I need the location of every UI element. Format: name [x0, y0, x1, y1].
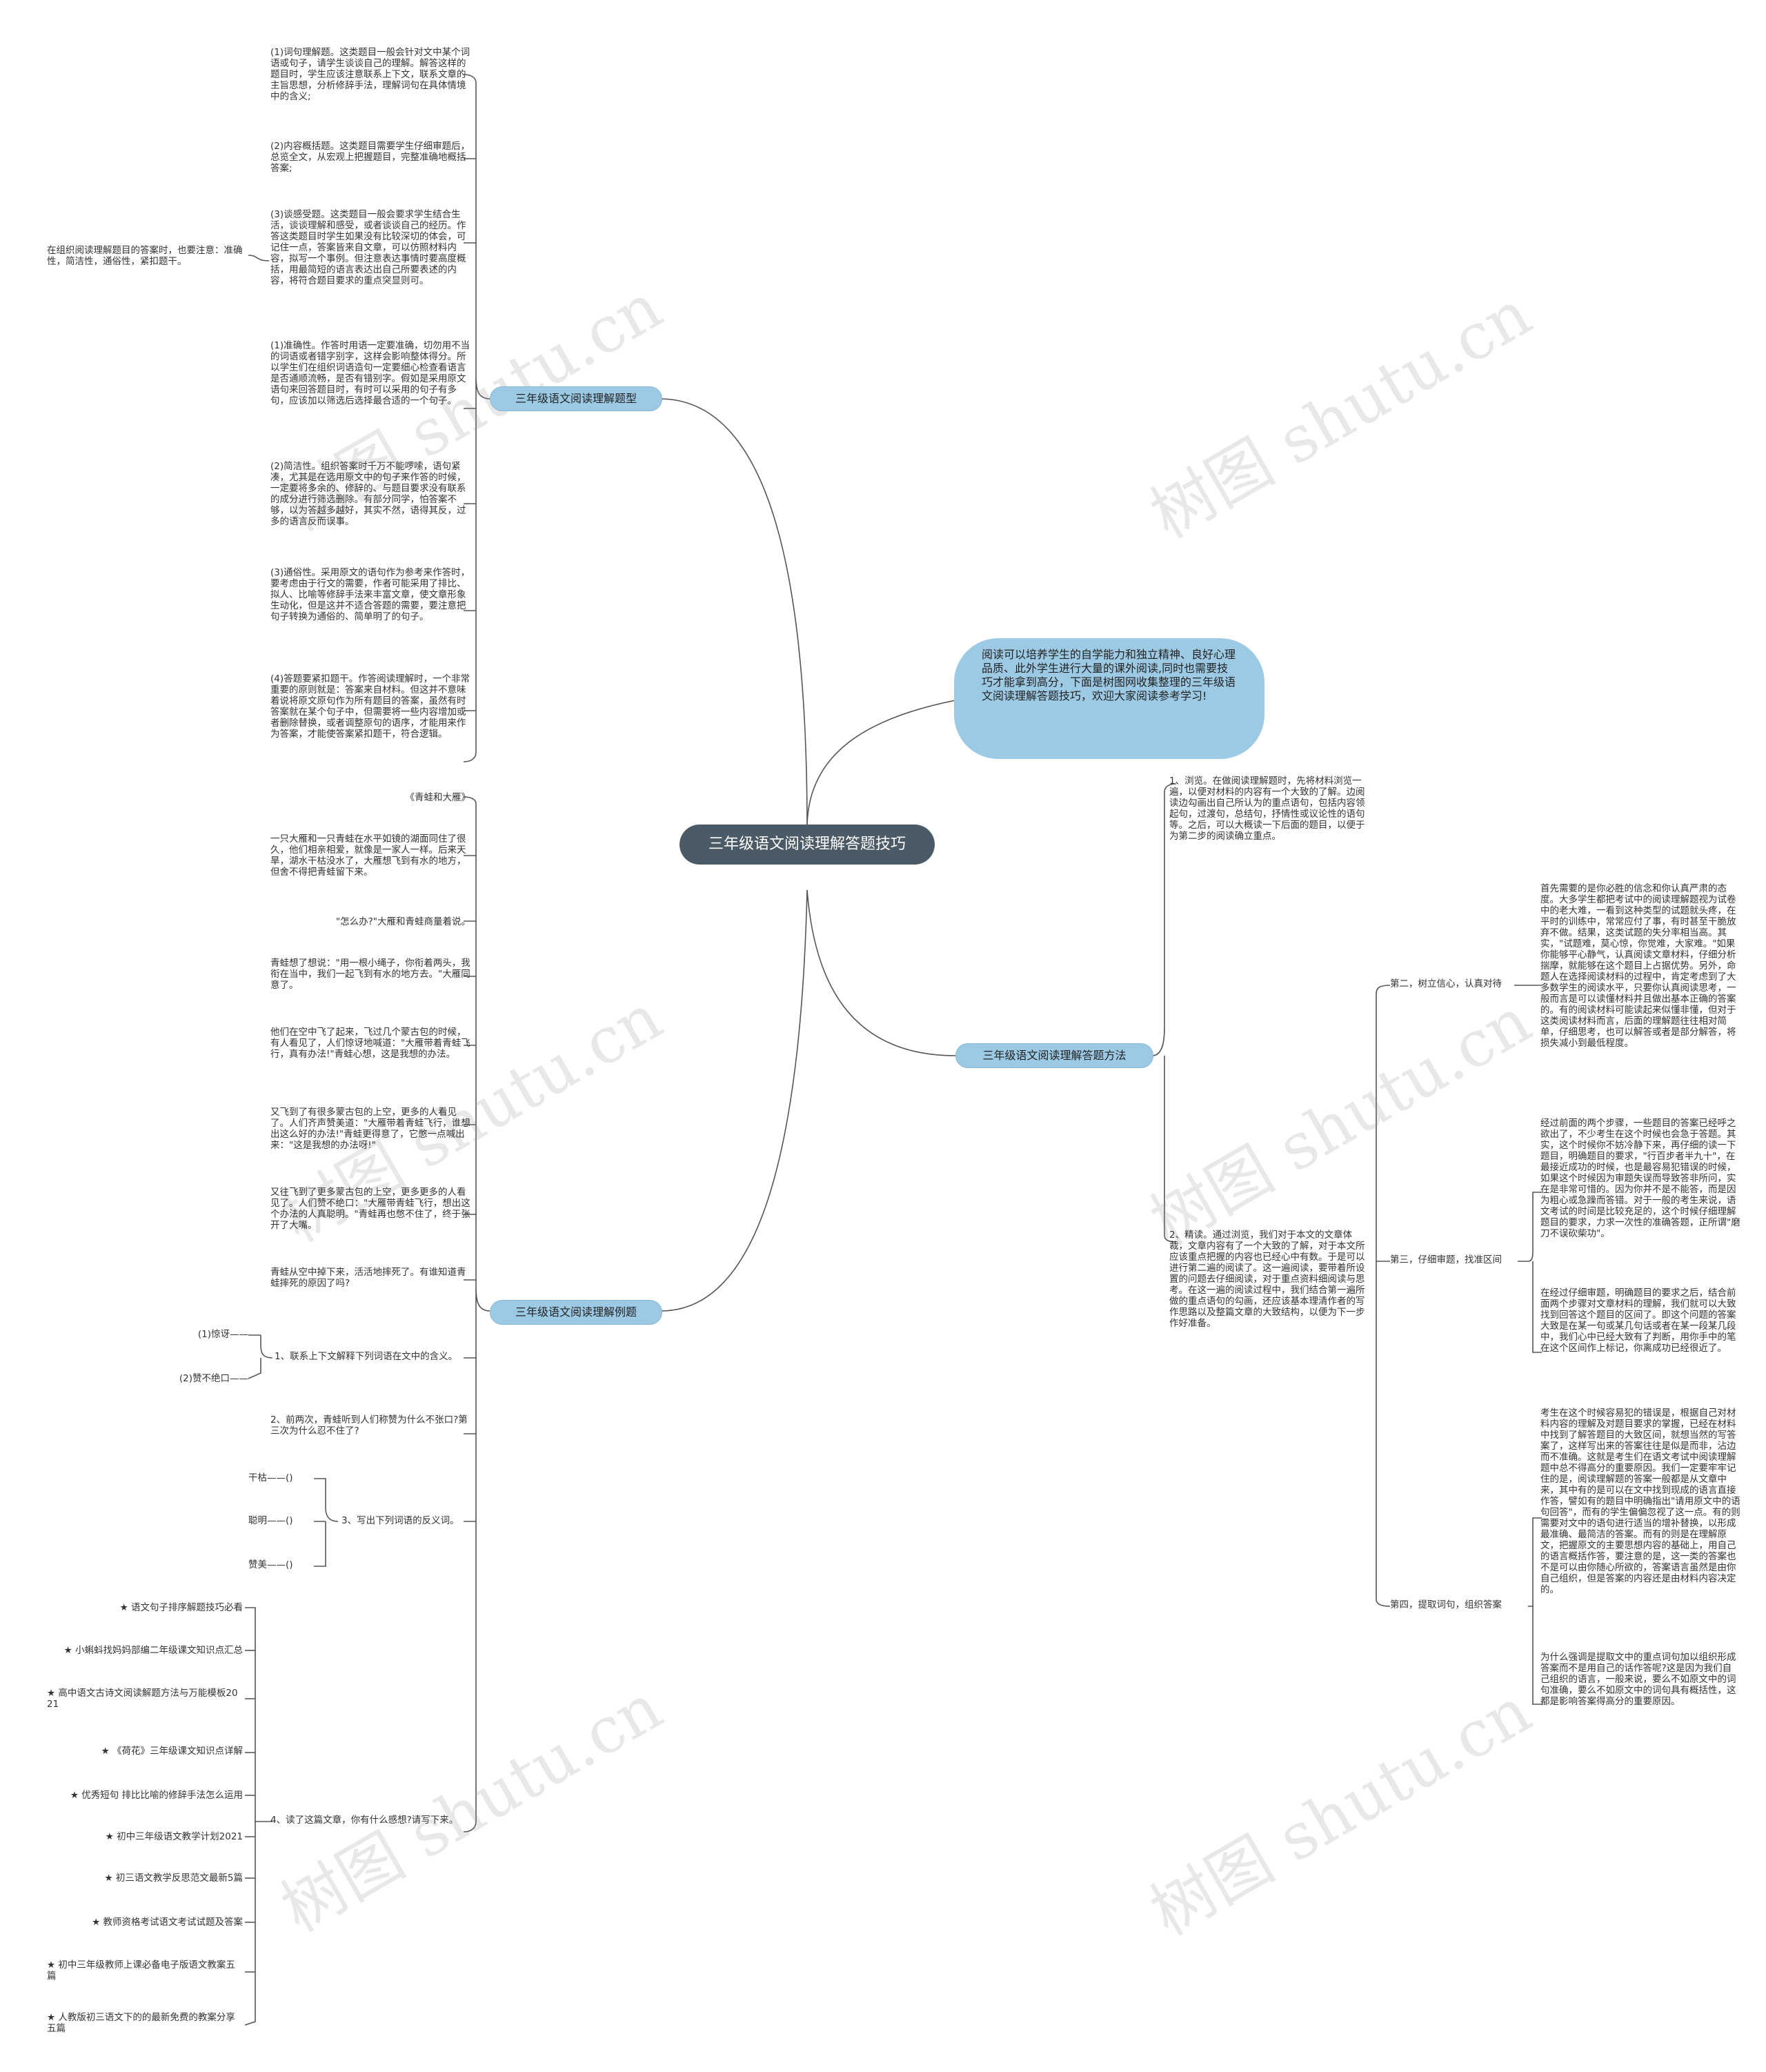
- link-root-branch2: [660, 889, 808, 1312]
- story-paragraph: "怎么办?"大雁和青蛙商量着说。: [335, 916, 470, 927]
- bracket-q3: [314, 1478, 339, 1567]
- link-root-branch3: [806, 889, 956, 1056]
- type-item: (3)谈感受题。这类题目一般会要求学生结合生活，谈谈理解和感受，或者谈谈自己的经…: [270, 209, 466, 286]
- story-title: 《青蛙和大雁》: [405, 792, 471, 803]
- related-link[interactable]: ★ 初中三年级教师上课必备电子版语文教案五篇: [47, 1960, 235, 1982]
- story-paragraph: 青蛙想了想说："用一根小绳子，你衔着两头，我衔在当中，我们一起飞到有水的地方去。…: [270, 958, 470, 991]
- question-4: 4、读了这篇文章，你有什么感想?请写下来。: [270, 1815, 459, 1826]
- related-link[interactable]: ★ 初中三年级语文教学计划2021: [105, 1831, 243, 1842]
- q3-option: 赞美——(): [248, 1559, 293, 1570]
- related-link[interactable]: ★ 人教版初三语文下的的最新免费的教案分享五篇: [47, 2012, 235, 2034]
- type-item: (2)简洁性。组织答案时千万不能啰嗦，语句紧凑，尤其是在选用原文中的句子来作答的…: [270, 461, 466, 527]
- q3-option: 干枯——(): [248, 1472, 293, 1483]
- related-link[interactable]: ★ 教师资格考试语文考试试题及答案: [92, 1917, 243, 1928]
- step-text: 在经过仔细审题，明确题目的要求之后，结合前面两个步骤对文章材料的理解，我们就可以…: [1540, 1287, 1736, 1354]
- root-topic[interactable]: 三年级语文阅读理解答题技巧: [679, 825, 935, 865]
- bracket-q1: [248, 1335, 273, 1379]
- link-root-intro: [806, 700, 956, 829]
- branch-question-types[interactable]: 三年级语文阅读理解题型: [490, 386, 662, 411]
- link-root-branch1: [660, 398, 808, 829]
- bracket-steps: [1376, 985, 1391, 1607]
- story-paragraph: 他们在空中飞了起来，飞过几个蒙古包的时候，有人看见了，人们惊讶地喊道："大雁带着…: [270, 1027, 470, 1060]
- q1-option: (2)赞不绝口——: [179, 1373, 248, 1384]
- related-link[interactable]: ★ 高中语文古诗文阅读解题方法与万能模板2021: [47, 1688, 238, 1710]
- bracket-third: [1518, 1192, 1542, 1353]
- method-step-2: 2、精读。通过浏览，我们对于本文的文章体裁，文章内容有了一个大致的了解，对于本文…: [1169, 1230, 1365, 1329]
- related-link[interactable]: ★ 优秀短句 排比比喻的修辞手法怎么运用: [70, 1790, 243, 1801]
- story-paragraph: 又飞到了有很多蒙古包的上空，更多的人看见了。人们齐声赞美道："大雁带着青蛙飞行，…: [270, 1107, 470, 1151]
- step-text: 考生在这个时候容易犯的错误是，根据自己对材料内容的理解及对题目要求的掌握，已经在…: [1540, 1408, 1740, 1595]
- bracket-branch1: [463, 74, 490, 762]
- type-item: (4)答题要紧扣题干。作答阅读理解时，一个非常重要的原则就是：答案来自材料。但这…: [270, 673, 470, 740]
- branch-answer-methods[interactable]: 三年级语文阅读理解答题方法: [955, 1043, 1153, 1068]
- type-item: (1)准确性。作答时用语一定要准确，切勿用不当的词语或者错字别字，这样会影响整体…: [270, 340, 470, 406]
- step-text: 为什么强调是提取文中的重点词句加以组织形成答案而不是用自己的话作答呢?这是因为我…: [1540, 1652, 1736, 1707]
- related-link[interactable]: ★ 小蝌蚪找妈妈部编二年级课文知识点汇总: [63, 1645, 243, 1656]
- branch-example-questions[interactable]: 三年级语文阅读理解例题: [490, 1300, 662, 1325]
- step-text: 首先需要的是你必胜的信念和你认真严肃的态度。大多学生都把考试中的阅读理解题视为试…: [1540, 883, 1736, 1049]
- bracket-related: [244, 1607, 272, 2026]
- related-link[interactable]: ★ 语文句子排序解题技巧必看: [119, 1602, 243, 1613]
- story-paragraph: 青蛙从空中掉下来，活活地摔死了。有谁知道青蛙摔死的原因了吗?: [270, 1267, 466, 1289]
- bracket-branch2: [463, 796, 490, 1833]
- story-paragraph: 又往飞到了更多蒙古包的上空，更多更多的人看见了。人们赞不绝口："大雁带青蛙飞行，…: [270, 1187, 470, 1231]
- related-link[interactable]: ★ 《荷花》三年级课文知识点详解: [101, 1746, 243, 1757]
- bracket-branch3: [1151, 783, 1177, 1243]
- question-3: 3、写出下列词语的反义词。: [341, 1515, 459, 1526]
- type-item: (1)词句理解题。这类题目一般会针对文中某个词语或句子，请学生谈谈自己的理解。解…: [270, 47, 470, 102]
- step-label-second: 第二，树立信心，认真对待: [1390, 978, 1502, 989]
- question-2: 2、前两次，青蛙听到人们称赞为什么不张口?第三次为什么忍不住了?: [270, 1414, 468, 1437]
- side-note: 在组织阅读理解题目的答案时，也要注意：准确性，简洁性，通俗性，紧扣题干。: [47, 245, 243, 267]
- question-1: 1、联系上下文解释下列词语在文中的含义。: [275, 1351, 458, 1362]
- type-item: (2)内容概括题。这类题目需要学生仔细审题后，总览全文，从宏观上把握题目，完整准…: [270, 141, 470, 174]
- type-item: (3)通俗性。采用原文的语句作为参考来作答时，要考虑由于行文的需要，作者可能采用…: [270, 567, 470, 622]
- bracket-fourth: [1528, 1517, 1542, 1705]
- step-label-fourth: 第四，提取词句，组织答案: [1390, 1599, 1502, 1610]
- story-paragraph: 一只大雁和一只青蛙在水平如镜的湖面同住了很久，他们相亲相爱，就像是一家人一样。后…: [270, 833, 466, 878]
- step-text: 经过前面的两个步骤，一些题目的答案已经呼之欲出了，不少考生在这个时候也会急于答题…: [1540, 1118, 1740, 1239]
- intro-bubble[interactable]: 阅读可以培养学生的自学能力和独立精神、良好心理品质、此外学生进行大量的课外阅读,…: [954, 638, 1264, 759]
- step-label-third: 第三，仔细审题，找准区间: [1390, 1254, 1502, 1265]
- related-link[interactable]: ★ 初三语文教学反思范文最新5篇: [104, 1873, 243, 1884]
- method-step-1: 1、浏览。在做阅读理解题时，先将材料浏览一遍，以便对材料的内容有一个大致的了解。…: [1169, 776, 1365, 842]
- link-sidenote: [248, 255, 270, 262]
- q1-option: (1)惊讶——: [197, 1329, 248, 1340]
- q3-option: 聪明——(): [248, 1515, 293, 1526]
